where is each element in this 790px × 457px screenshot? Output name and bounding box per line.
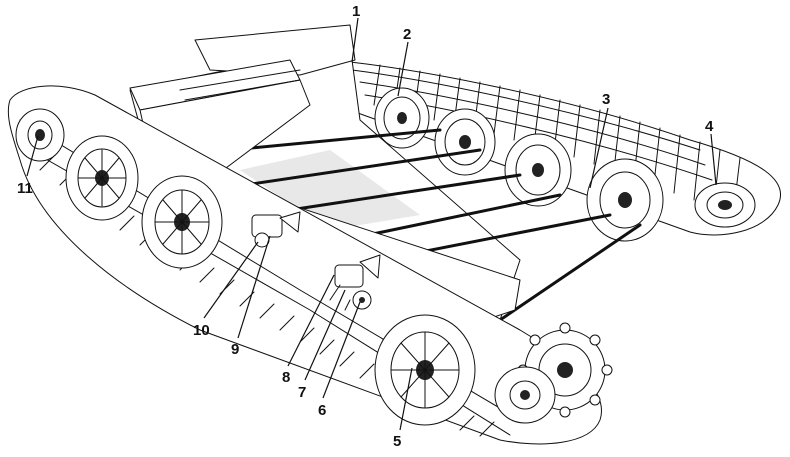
callout-1: 1 [352, 3, 360, 20]
callout-11: 11 [17, 180, 33, 197]
far-road-wheel-3 [504, 133, 572, 207]
callout-10: 10 [193, 322, 210, 339]
front-idler-wheel [15, 108, 65, 162]
callout-3: 3 [602, 91, 610, 108]
callout-5: 5 [393, 433, 401, 450]
callout-6: 6 [318, 402, 326, 419]
callout-8: 8 [282, 369, 290, 386]
far-road-wheel-4 [586, 158, 664, 242]
near-road-wheel-3 [374, 314, 476, 426]
near-road-wheel-1 [65, 135, 139, 221]
callout-9: 9 [231, 341, 239, 358]
near-road-wheel-2 [141, 175, 223, 269]
far-road-wheel-1 [374, 87, 430, 149]
suspension-arm-rear [329, 254, 381, 311]
final-drive-hub [494, 366, 556, 424]
suspension-arm-front [251, 211, 301, 248]
leader-lines [26, 17, 717, 431]
far-idler-wheel [694, 182, 756, 228]
callout-4: 4 [705, 118, 714, 135]
callout-7: 7 [298, 384, 306, 401]
far-road-wheel-2 [434, 108, 496, 176]
callout-2: 2 [403, 26, 411, 43]
